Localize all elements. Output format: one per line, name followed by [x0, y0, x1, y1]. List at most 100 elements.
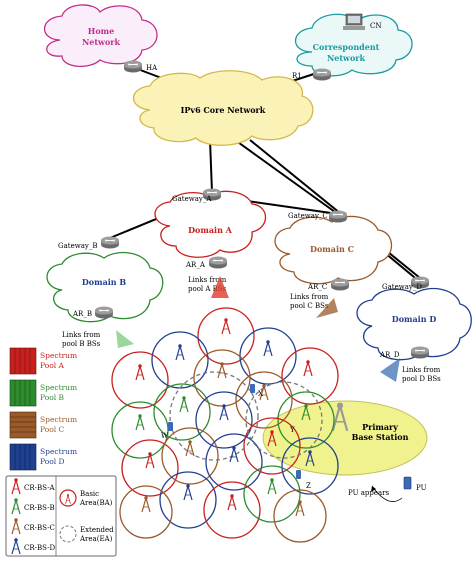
domain-d-label: Domain D — [392, 314, 437, 324]
mobile-nodes: W X Y Z — [161, 384, 311, 490]
domain-d-cloud: Domain D Gateway_D AR_D Links from pool … — [356, 276, 472, 383]
cr-bs-a-tower-icon — [227, 494, 237, 511]
cr-bs-c-tower-icon — [141, 496, 151, 513]
cr-bs-d-tower-icon — [183, 484, 193, 501]
pool-a-legend: Spectrum Pool A — [9, 347, 77, 375]
cr-bs-c-tower-icon — [185, 440, 195, 457]
cell-circle — [203, 481, 261, 539]
cell-circle — [277, 391, 335, 449]
cell-circle — [195, 391, 253, 449]
cr-bs-c-legend-label: CR-BS-C — [24, 524, 55, 532]
home-network-line2: Network — [82, 37, 121, 47]
cell-circle — [197, 307, 255, 365]
cr-bs-c-tower-icon — [217, 362, 227, 379]
links-c-line2: pool C BSs — [290, 302, 329, 310]
links-c-beam — [316, 298, 338, 318]
gateway-c-router-icon — [328, 210, 348, 223]
ar-a-label: AR_A — [185, 261, 206, 269]
primary-bs-line1: Primary — [362, 422, 398, 432]
cell-circle — [281, 437, 339, 495]
ipv6-core-label: IPv6 Core Network — [181, 105, 266, 115]
domain-a-cloud: Domain A Gateway_A AR_A Links from pool … — [154, 188, 267, 298]
cell-circle — [235, 371, 293, 429]
pool-c-legend: Spectrum Pool C — [9, 411, 77, 439]
domain-b-label: Domain B — [82, 277, 127, 287]
ar-d-label: AR_D — [379, 351, 400, 359]
links-c-line1: Links from — [290, 293, 329, 301]
cr-bs-c-tower-icon — [295, 500, 305, 517]
correspondent-network-line1: Correspondent — [313, 42, 380, 52]
primary-bs-line2: Base Station — [352, 432, 409, 442]
links-d-line1: Links from — [402, 366, 441, 374]
cr-bs-d-tower-icon — [263, 340, 273, 357]
mobile-device-icon — [250, 384, 255, 393]
domain-c-label: Domain C — [310, 244, 354, 254]
pool-d-line1: Spectrum — [40, 447, 77, 456]
pu-appears-label: PU appears — [348, 489, 390, 497]
ar-c-router-icon — [330, 278, 350, 291]
cr-bs-d-tower-icon — [175, 344, 185, 361]
home-network-cloud: Home Network HA — [44, 4, 158, 73]
cr-bs-d-legend-label: CR-BS-D — [24, 544, 56, 552]
gateway-b-router-icon — [100, 236, 120, 249]
cell-circle — [153, 383, 211, 441]
cell-circle — [243, 465, 301, 523]
cr-bs-a-tower-icon — [303, 360, 313, 377]
cell-circle — [111, 401, 169, 459]
pool-c-line2: Pool C — [40, 425, 65, 434]
cr-bs-b-tower-icon — [179, 396, 189, 413]
ha-router-icon — [123, 60, 143, 73]
links-a-line2: pool A BSs — [188, 285, 227, 293]
cr-bs-a-legend-label: CR-BS-A — [24, 484, 56, 492]
r1-router-icon — [312, 68, 332, 81]
pool-a-line2: Pool A — [40, 361, 65, 370]
marker-x: X — [258, 390, 263, 398]
domain-a-label: Domain A — [188, 225, 233, 235]
correspondent-network-cloud: Correspondent Network CN R1 — [292, 13, 413, 81]
links-b-line1: Links from — [62, 331, 101, 339]
cell-circle — [243, 417, 301, 475]
extended-area-line2: Area(EA) — [79, 535, 113, 543]
pool-d-legend: Spectrum Pool D — [9, 443, 77, 471]
ar-c-label: AR_C — [307, 283, 327, 291]
cell-circle — [193, 349, 251, 407]
gateway-a-label: Gateway_A — [172, 195, 212, 203]
marker-y: Y — [289, 426, 295, 434]
cr-bs-b-legend-label: CR-BS-B — [24, 504, 55, 512]
home-network-line1: Home — [88, 26, 114, 36]
pool-a-line1: Spectrum — [40, 351, 77, 360]
ar-b-label: AR_B — [72, 310, 92, 318]
links-d-beam — [380, 358, 400, 382]
ar-a-router-icon — [208, 256, 228, 269]
pool-c-line1: Spectrum — [40, 415, 77, 424]
correspondent-network-line2: Network — [327, 53, 366, 63]
marker-w: W — [161, 432, 169, 440]
cell-circle — [205, 433, 263, 491]
spectrum-pool-legend: Spectrum Pool A Spectrum Pool B Spectrum… — [9, 347, 77, 471]
cn-computer-icon — [343, 13, 365, 30]
pu-node: PU PU appears — [348, 476, 427, 502]
cr-bs-d-tower-icon — [229, 446, 239, 463]
pu-arrowhead — [371, 486, 376, 492]
mobile-device-icon — [168, 422, 173, 431]
mobile-device-icon — [296, 470, 301, 479]
links-b-line2: pool B BSs — [62, 340, 101, 348]
ar-d-router-icon — [410, 346, 430, 359]
cr-bs-b-tower-icon — [135, 414, 145, 431]
links-a-line1: Links from — [188, 276, 227, 284]
domain-b-cloud: Domain B Gateway_B AR_B Links from pool … — [46, 236, 164, 348]
cell-coverage-area — [111, 307, 339, 543]
extended-area-icon — [59, 525, 77, 543]
gateway-c-label: Gateway_C — [288, 212, 328, 220]
marker-z: Z — [306, 482, 311, 490]
cr-bs-a-tower-icon — [221, 318, 231, 335]
cell-circle — [111, 351, 169, 409]
gateway-d-label: Gateway_D — [382, 283, 422, 291]
links-d-line2: pool D BSs — [402, 375, 441, 383]
basic-area-line2: Area(BA) — [79, 499, 113, 507]
basic-area-line1: Basic — [80, 490, 99, 498]
extended-area-line1: Extended — [80, 526, 114, 534]
bs-area-legend: CR-BS-A CR-BS-B CR-BS-C CR-BS-D Basic Ar… — [5, 475, 117, 557]
r1-label: R1 — [292, 72, 302, 80]
